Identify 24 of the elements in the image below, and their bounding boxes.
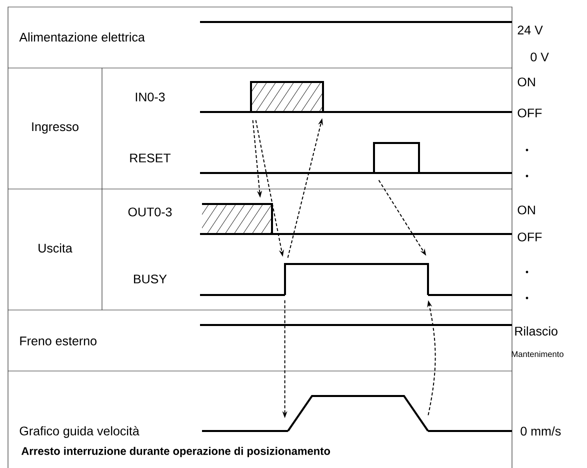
level-label: 0 mm/s [520,426,561,436]
speed-profile [287,395,429,432]
level-label: 24 V [518,26,543,34]
level-label: ON [518,78,535,86]
row-label: Grafico guida velocità [20,426,140,438]
signal-pulse [373,142,420,173]
signal-pulse [202,203,273,234]
row-label: IN0-3 [136,92,165,102]
row-label: BUSY [134,274,167,284]
row-label: RESET [130,154,171,162]
level-label: Rilascio [515,326,558,336]
level-label: OFF [518,232,542,242]
signal-pulse [284,263,429,295]
level-label: Mantenimento [512,350,564,358]
caption: Arresto interruzione durante operazione di posizionamento [21,446,330,458]
row-label: Freno esterno [20,336,96,346]
row-label: Uscita [38,243,72,253]
level-label: 0 V [530,52,549,62]
level-label: ON [518,206,535,214]
row-label: Alimentazione elettrica [19,32,145,42]
row-label: Ingresso [32,122,78,134]
row-label: OUT0-3 [128,208,172,216]
signal-pulse [250,81,324,112]
level-label: OFF [518,108,542,118]
